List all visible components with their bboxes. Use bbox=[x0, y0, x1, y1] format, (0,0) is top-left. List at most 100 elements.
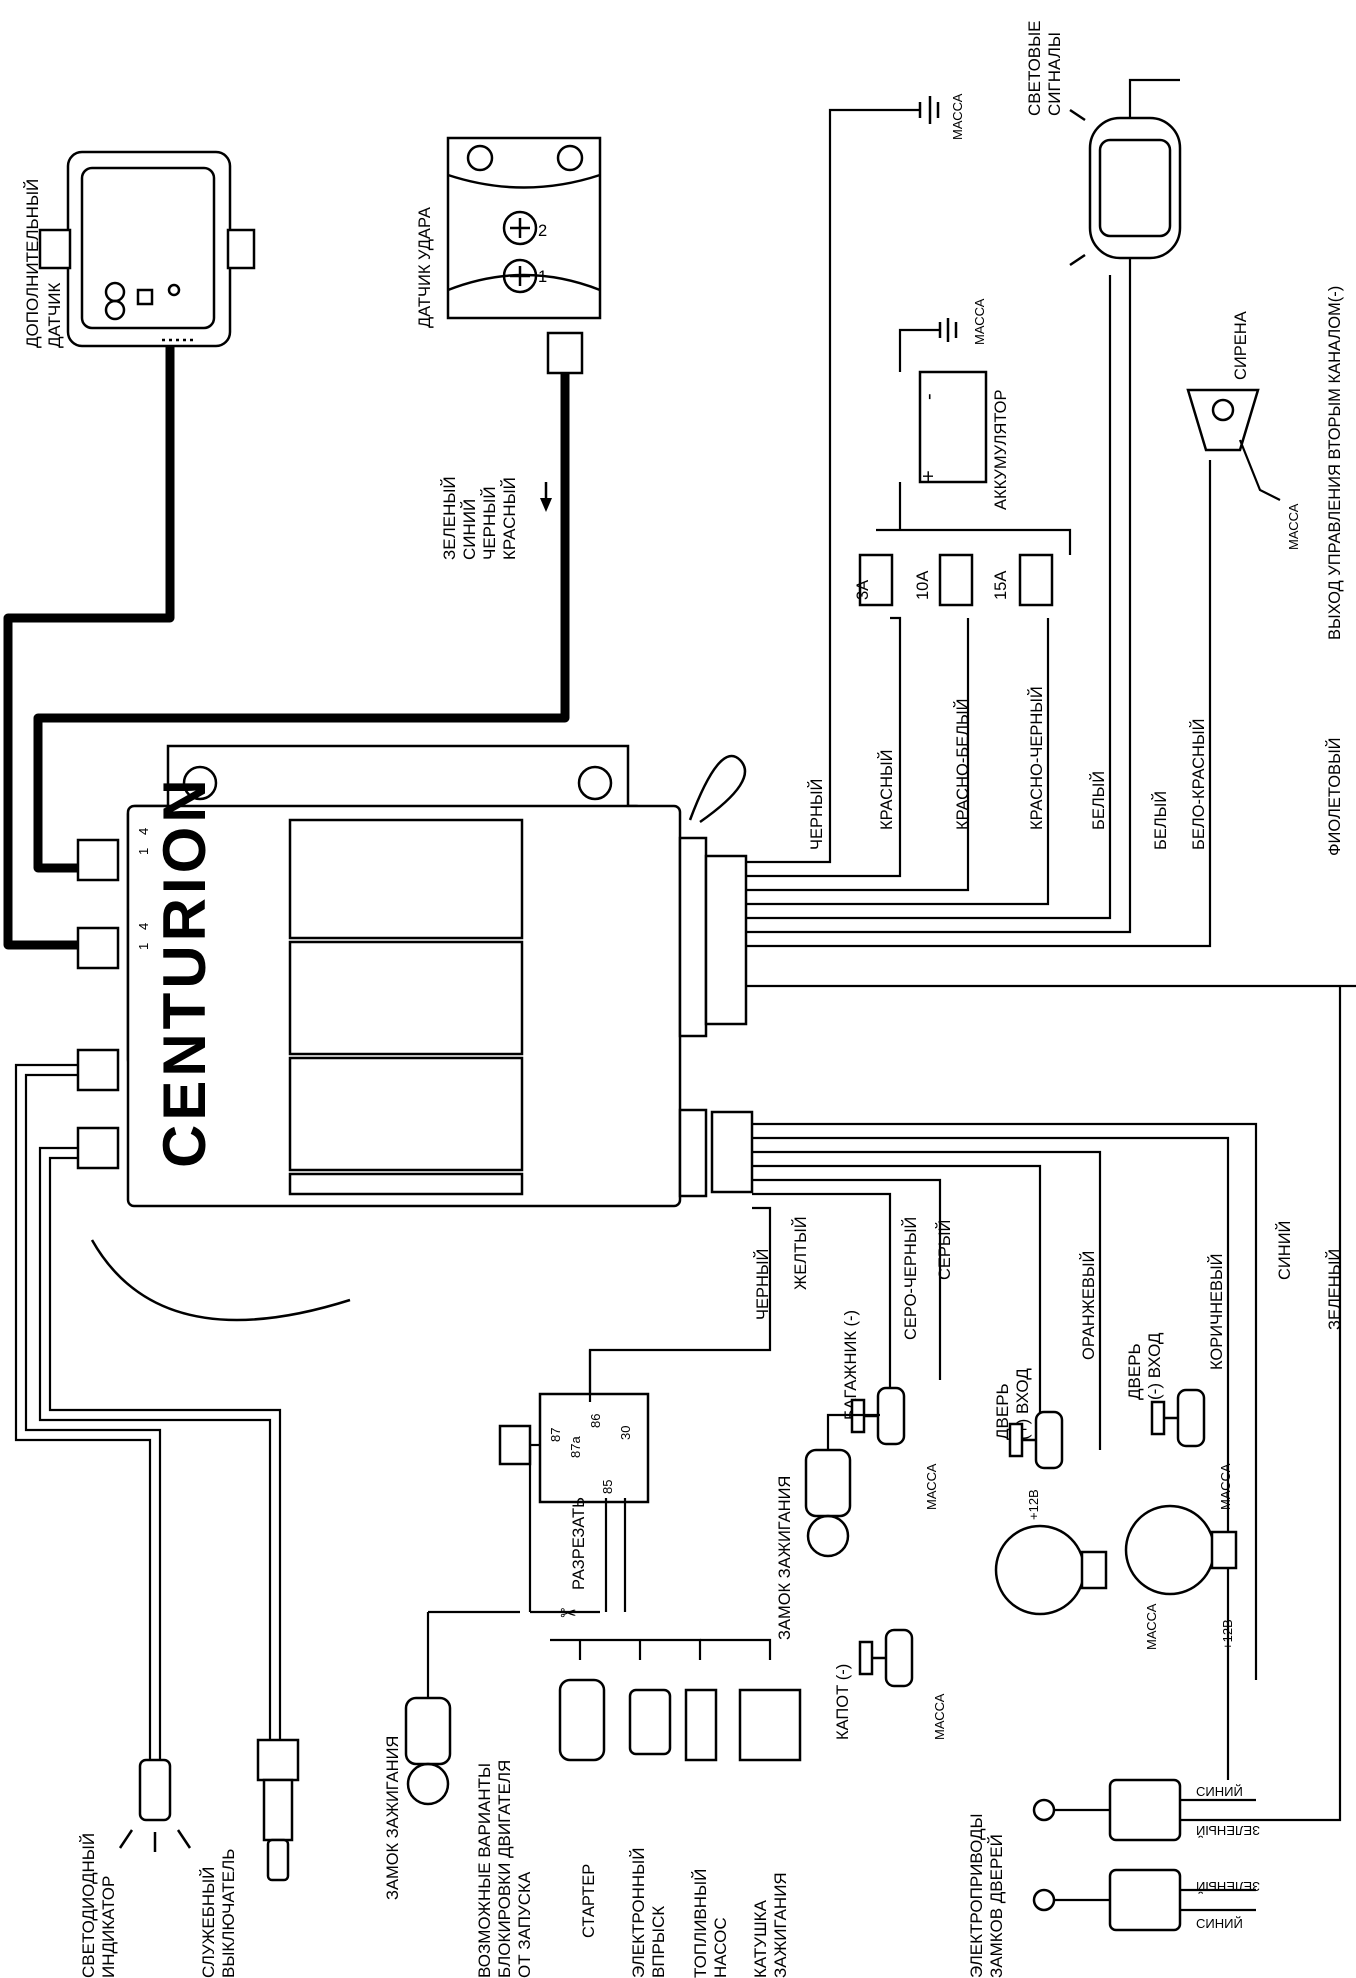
svg-text:БЕЛЫЙ: БЕЛЫЙ bbox=[1089, 771, 1108, 830]
starter bbox=[558, 1678, 606, 1762]
siren bbox=[1186, 388, 1281, 501]
svg-text:БАГАЖНИК (-): БАГАЖНИК (-) bbox=[842, 1310, 860, 1420]
blue-wire-label: СИНИЙ bbox=[1275, 1221, 1294, 1280]
ignition-coil-label: КАТУШКА ЗАЖИГАНИЯ bbox=[751, 1872, 790, 1978]
door-minus-label: ДВЕРЬ (-) ВХОД bbox=[1125, 1332, 1164, 1400]
pin-label-4a: 4 bbox=[136, 828, 151, 835]
pin-label-4b: 4 bbox=[136, 923, 151, 930]
injection-label: ЭЛЕКТРОННЫЙ ВПРЫСК bbox=[629, 1848, 668, 1978]
shock-sensor-label: ДАТЧИК УДАРА bbox=[416, 207, 434, 328]
mass-label-hood: МАССА bbox=[932, 1693, 947, 1740]
light-signals bbox=[1069, 108, 1182, 267]
orange-wire-label: ОРАНЖЕВЫЙ bbox=[1079, 1251, 1098, 1360]
svg-text:ИНДИКАТОР: ИНДИКАТОР bbox=[99, 1876, 118, 1978]
svg-text:ДВЕРЬ: ДВЕРЬ bbox=[993, 1383, 1012, 1440]
pin-label-1b: 1 bbox=[136, 943, 151, 950]
door-plus-label: ДВЕРЬ (+) ВХОД bbox=[993, 1368, 1032, 1440]
mass-label-door: МАССА bbox=[1218, 1463, 1233, 1510]
relay-pin-87a: 87а bbox=[568, 1436, 583, 1458]
svg-text:ФИОЛЕТОВЫЙ: ФИОЛЕТОВЫЙ bbox=[1325, 737, 1344, 856]
svg-text:ЖЕЛТЫЙ: ЖЕЛТЫЙ bbox=[791, 1216, 810, 1290]
hood-label: КАПОТ (-) bbox=[834, 1664, 852, 1740]
scissors-icon: ✂ bbox=[560, 1603, 577, 1625]
service-switch bbox=[38, 1146, 300, 1882]
battery-plus: + bbox=[918, 470, 940, 482]
shock-wire-colors: ЗЕЛЕНЫЙ СИНИЙ ЧЕРНЫЙ КРАСНЫЙ bbox=[440, 476, 519, 560]
antenna-loop bbox=[688, 754, 747, 824]
battery bbox=[898, 328, 988, 530]
svg-text:БЕЛЫЙ: БЕЛЫЙ bbox=[1151, 791, 1170, 850]
svg-text:СИНИЙ: СИНИЙ bbox=[460, 499, 479, 560]
svg-text:(+) ВХОД: (+) ВХОД bbox=[1013, 1368, 1032, 1440]
brown-wire-label: КОРИЧНЕВЫЙ bbox=[1207, 1253, 1226, 1370]
second-channel-label: ВЫХОД УПРАВЛЕНИЯ ВТОРЫМ КАНАЛОМ(-) bbox=[1326, 286, 1344, 640]
svg-text:БЕЛО-КРАСНЫЙ: БЕЛО-КРАСНЫЙ bbox=[1189, 719, 1208, 850]
battery-minus: - bbox=[918, 393, 940, 400]
mass-label-lamp1: МАССА bbox=[1144, 1603, 1159, 1650]
lamp-1 bbox=[994, 1524, 1108, 1616]
relay-pin-30: 30 bbox=[618, 1426, 633, 1440]
svg-text:ДАТЧИК: ДАТЧИК bbox=[45, 283, 64, 348]
mass-label-trunk: МАССА bbox=[924, 1463, 939, 1510]
fuel-pump bbox=[684, 1688, 718, 1762]
shock-sensor bbox=[446, 136, 602, 375]
svg-text:СЕРЫЙ: СЕРЫЙ bbox=[935, 1220, 954, 1280]
ground-icon bbox=[918, 96, 940, 124]
block-variants-label: ВОЗМОЖНЫЕ ВАРИАНТЫ БЛОКИРОВКИ ДВИГАТЕЛЯ … bbox=[475, 1760, 534, 1978]
svg-text:ЭЛЕКТРОННЫЙ: ЭЛЕКТРОННЫЙ bbox=[629, 1848, 648, 1978]
svg-text:БЛОКИРОВКИ ДВИГАТЕЛЯ: БЛОКИРОВКИ ДВИГАТЕЛЯ bbox=[495, 1760, 514, 1978]
relay-pin-86: 86 bbox=[588, 1414, 603, 1428]
actuator1-green: ЗЕЛЕНЫЙ bbox=[1196, 1823, 1260, 1838]
fuse-block bbox=[858, 528, 1072, 607]
actuator2-blue: СИНИЙ bbox=[1196, 1916, 1243, 1931]
svg-text:КРАСНО-ЧЕРНЫЙ: КРАСНО-ЧЕРНЫЙ bbox=[1027, 686, 1046, 830]
svg-text:СИГНАЛЫ: СИГНАЛЫ bbox=[1045, 32, 1064, 116]
mass-label-siren: МАССА bbox=[1286, 503, 1301, 550]
relay-pin-87: 87 bbox=[548, 1428, 563, 1442]
actuators-label: ЭЛЕКТРОПРИВОДЫ ЗАМКОВ ДВЕРЕЙ bbox=[967, 1813, 1006, 1978]
actuator2-green: ЗЕЛЕНЫЙ bbox=[1196, 1879, 1260, 1894]
svg-text:ДОПОЛНИТЕЛЬНЫЙ: ДОПОЛНИТЕЛЬНЫЙ bbox=[23, 179, 42, 348]
injection bbox=[628, 1688, 672, 1756]
svg-text:ЗАМКОВ ДВЕРЕЙ: ЗАМКОВ ДВЕРЕЙ bbox=[987, 1834, 1006, 1978]
shock-sensor-cable bbox=[33, 373, 570, 873]
ignition-lock-label-upper: ЗАМОК ЗАЖИГАНИЯ bbox=[776, 1476, 794, 1640]
svg-text:ВПРЫСК: ВПРЫСК bbox=[649, 1906, 668, 1978]
extra-sensor-cable bbox=[3, 346, 175, 950]
svg-text:ВОЗМОЖНЫЕ ВАРИАНТЫ: ВОЗМОЖНЫЕ ВАРИАНТЫ bbox=[475, 1763, 494, 1978]
main-harness bbox=[746, 78, 1356, 988]
svg-text:КРАСНЫЙ: КРАСНЫЙ bbox=[500, 477, 519, 560]
svg-text:ОТ ЗАПУСКА: ОТ ЗАПУСКА bbox=[515, 1871, 534, 1978]
service-switch-label: СЛУЖЕБНЫЙ ВЫКЛЮЧАТЕЛЬ bbox=[199, 1849, 238, 1978]
battery-label: АККУМУЛЯТОР bbox=[992, 390, 1010, 511]
fuse-10a: 10А bbox=[914, 571, 932, 600]
svg-text:КРАСНЫЙ: КРАСНЫЙ bbox=[877, 750, 896, 830]
ignition-lock-lower bbox=[404, 1696, 452, 1806]
pin-label-1a: 1 bbox=[136, 848, 151, 855]
svg-text:КРАСНО-БЕЛЫЙ: КРАСНО-БЕЛЫЙ bbox=[953, 699, 972, 830]
siren-label: СИРЕНА bbox=[1232, 311, 1250, 380]
door-actuator-1 bbox=[1032, 986, 1342, 1842]
lamp-2 bbox=[1124, 1504, 1238, 1596]
unit-connectors bbox=[76, 838, 120, 1170]
main-unit bbox=[126, 744, 754, 1208]
shock-contact-2: 2 bbox=[538, 222, 547, 240]
ground-icon-battery bbox=[938, 318, 958, 342]
svg-text:ЧЕРНЫЙ: ЧЕРНЫЙ bbox=[480, 486, 499, 560]
led-label: СВЕТОДИОДНЫЙ ИНДИКАТОР bbox=[79, 1833, 118, 1978]
engine-block-wiring bbox=[426, 1450, 772, 1700]
brand-logo: CENTURION bbox=[151, 775, 218, 1168]
fuel-pump-label: ТОПЛИВНЫЙ НАСОС bbox=[691, 1869, 730, 1978]
svg-text:ЧЕРНЫЙ: ЧЕРНЫЙ bbox=[753, 1249, 772, 1320]
door-actuator-2 bbox=[1032, 1868, 1256, 1932]
light-signals-label: СВЕТОВЫЕ СИГНАЛЫ bbox=[1025, 20, 1064, 116]
svg-text:ДВЕРЬ: ДВЕРЬ bbox=[1125, 1343, 1144, 1400]
ignition-coil bbox=[738, 1688, 802, 1762]
actuator1-blue: СИНИЙ bbox=[1196, 1784, 1243, 1799]
extra-sensor bbox=[38, 150, 256, 348]
svg-text:ЗАЖИГАНИЯ: ЗАЖИГАНИЯ bbox=[771, 1872, 790, 1978]
ignition-lock-label-lower: ЗАМОК ЗАЖИГАНИЯ bbox=[384, 1736, 402, 1900]
plus12-lamp: +12В bbox=[1220, 1619, 1235, 1650]
lower-harness bbox=[588, 1122, 1258, 1780]
door-minus-switch bbox=[1150, 1388, 1206, 1448]
